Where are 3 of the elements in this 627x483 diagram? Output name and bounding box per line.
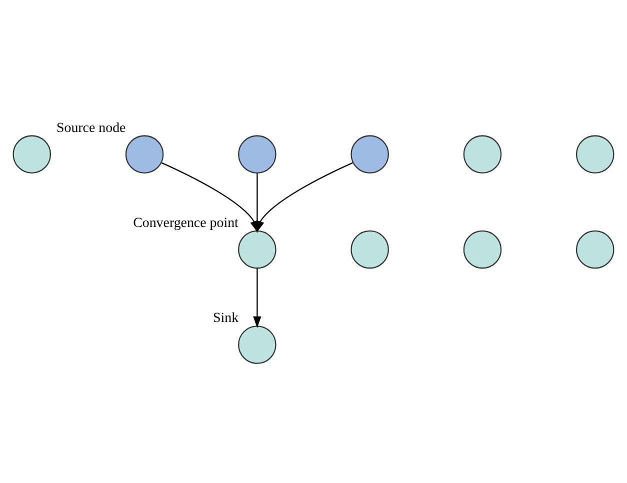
node-label: Source node [56, 120, 126, 136]
node-label: Sink [213, 310, 239, 326]
node-label: Convergence point [133, 216, 238, 231]
